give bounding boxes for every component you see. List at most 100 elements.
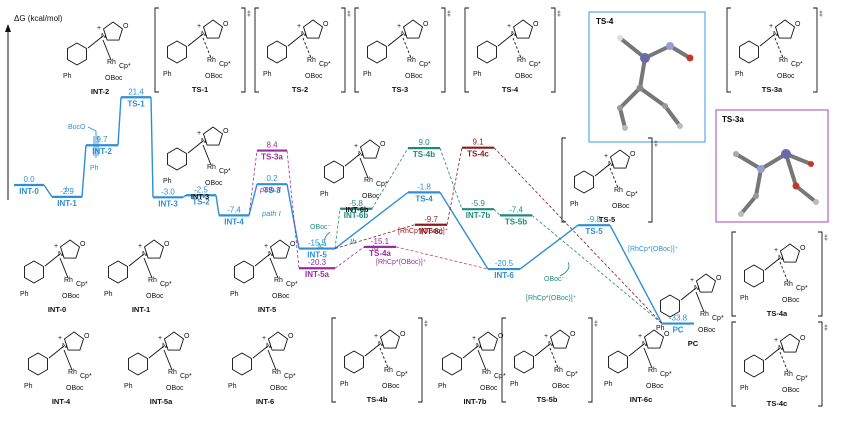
atom-o: O xyxy=(323,21,329,28)
substituent-oboc: OBoc xyxy=(146,293,164,300)
substituent-oboc: OBoc xyxy=(405,73,423,80)
atom-n: N xyxy=(268,251,273,258)
benzene-ring xyxy=(744,264,764,288)
structure-label-int4: INT-4 xyxy=(52,397,71,406)
atom-rh: Rh xyxy=(517,57,526,64)
structure-label-int5: INT-5 xyxy=(258,305,276,314)
ia-label: Ia xyxy=(372,243,378,252)
benzene-ring xyxy=(344,350,364,374)
path-annotations: path II path I b Ic Ib Ia OBoc⁻ [RhCp*(O… xyxy=(65,185,679,302)
rh-oboc-plus-2: [RhCp*(OBoc)]⁺ xyxy=(398,228,449,235)
ligand-cp: Cp* xyxy=(284,373,296,380)
ligand-cp: Cp* xyxy=(566,371,578,378)
ligand-cp: Cp* xyxy=(119,63,131,70)
atom-n: N xyxy=(201,31,206,38)
substituent-oboc: OBoc xyxy=(382,383,400,390)
bond xyxy=(143,257,153,279)
benzene-ring xyxy=(67,42,87,66)
substituent-ph: Ph xyxy=(740,295,749,302)
atom-n: N xyxy=(301,31,306,38)
bond xyxy=(402,37,412,59)
charge-plus: + xyxy=(774,337,778,344)
structure-label-int1: INT-1 xyxy=(132,305,150,314)
charge-plus: + xyxy=(374,333,378,340)
value-pc: -33.8 xyxy=(669,314,688,323)
bond xyxy=(609,167,619,189)
label-int5a: INT-5a xyxy=(305,270,330,279)
bracket-right xyxy=(418,317,423,403)
ts-dagger: ‡ xyxy=(557,11,561,18)
label-int0: INT-0 xyxy=(19,187,39,196)
atom-o: O xyxy=(716,275,722,282)
bond xyxy=(779,351,789,373)
ligand-cp: Cp* xyxy=(529,61,541,68)
benzene-ring xyxy=(514,350,534,374)
substituent-oboc: OBoc xyxy=(362,193,380,200)
atom-o: O xyxy=(664,331,670,338)
label-int7b: INT-7b xyxy=(466,211,491,220)
ligand-cp: Cp* xyxy=(796,375,808,382)
bond xyxy=(128,253,145,267)
substituent-oboc: OBoc xyxy=(305,73,323,80)
ligand-cp: Cp* xyxy=(286,281,298,288)
bond xyxy=(534,343,551,357)
ts4-3d-model: TS-4 xyxy=(588,11,706,143)
pyrazolidinone-ring xyxy=(512,19,534,39)
ts-dagger: ‡ xyxy=(347,11,351,18)
atom-o: O xyxy=(290,241,296,248)
bracket-right xyxy=(551,7,556,93)
atom-rh: Rh xyxy=(274,277,283,284)
bond xyxy=(764,347,781,361)
substituent-ph: Ph xyxy=(163,178,172,185)
value-int2: 9.7 xyxy=(96,135,108,144)
connector-ts4-int6 xyxy=(439,192,489,270)
label-int4: INT-4 xyxy=(224,217,244,226)
atom-o: O xyxy=(164,241,170,248)
atom-n: N xyxy=(62,343,67,350)
structure-label-ts4b: TS-4b xyxy=(367,395,388,404)
structure-label-ts5: TS-5 xyxy=(599,215,615,224)
ts-dagger: ‡ xyxy=(247,11,251,18)
charge-plus: + xyxy=(690,277,694,284)
ligand-cp: Cp* xyxy=(180,373,192,380)
oboc-arrow xyxy=(324,231,331,247)
label-ts4: TS-4 xyxy=(415,194,433,203)
charge-plus: + xyxy=(197,23,201,30)
ligand-cp: Cp* xyxy=(80,373,92,380)
benzene-ring xyxy=(324,160,344,184)
pyrazolidinone-ring xyxy=(774,19,796,39)
substituent-ph: Ph xyxy=(363,71,372,78)
atom-n: N xyxy=(142,251,147,258)
connector-ts5-pc xyxy=(609,224,663,324)
connector-int0-int1 xyxy=(43,184,53,198)
atom-n: N xyxy=(548,341,553,348)
bond xyxy=(379,347,389,369)
value-ts3: 0.2 xyxy=(266,174,278,183)
bracket-left xyxy=(561,137,566,223)
benzene-ring xyxy=(108,260,128,284)
rh-oboc-plus-4: [RhCp*(OBoc)]⁺ xyxy=(526,295,577,302)
benzene-ring xyxy=(739,40,759,64)
benzene-ring xyxy=(24,260,44,284)
substituent-oboc: OBoc xyxy=(166,385,184,392)
charge-plus: + xyxy=(472,335,476,342)
atom-rh: Rh xyxy=(614,187,623,194)
label-int6b: INT-6b xyxy=(344,211,369,220)
charge-plus: + xyxy=(264,243,268,250)
pyrazolidinone-ring xyxy=(359,139,381,159)
bond xyxy=(497,33,514,47)
ligand-cp: Cp* xyxy=(219,61,231,68)
atom-o: O xyxy=(423,21,429,28)
charge-plus: + xyxy=(397,23,401,30)
structure-label-ts1: TS-1 xyxy=(192,85,208,94)
